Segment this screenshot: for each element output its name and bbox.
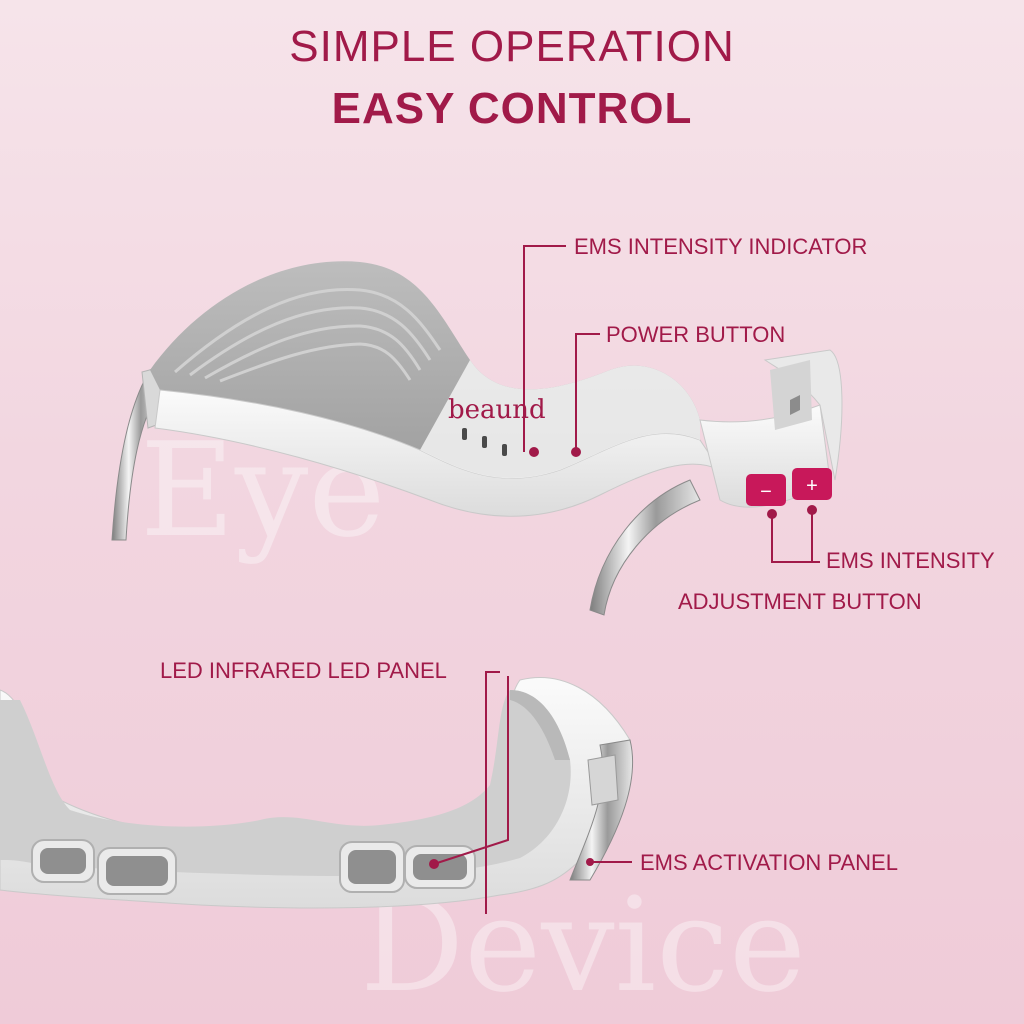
label-power-button: POWER BUTTON xyxy=(606,322,786,347)
top-device: beaund − + xyxy=(111,261,843,616)
leader-lines xyxy=(433,245,820,914)
intensity-indicator-lights xyxy=(462,428,507,456)
ridge-lines xyxy=(174,287,442,383)
right-temple-arm xyxy=(589,479,701,616)
title-line-1: SIMPLE OPERATION xyxy=(289,22,735,71)
label-ems-intensity-indicator: EMS INTENSITY INDICATOR xyxy=(574,234,868,259)
leader-dots xyxy=(429,447,817,869)
minus-button-label: − xyxy=(760,481,772,503)
bottom-device xyxy=(0,677,634,909)
title-line-2: EASY CONTROL xyxy=(331,84,693,133)
label-led-panel: LED INFRARED LED PANEL xyxy=(160,658,447,683)
plus-button[interactable]: + xyxy=(792,468,832,500)
bottom-inner-face xyxy=(0,690,571,876)
plus-button-label: + xyxy=(806,475,818,497)
brand-logo: beaund xyxy=(448,395,546,425)
label-ems-activation-panel: EMS ACTIVATION PANEL xyxy=(640,850,898,875)
label-ems-intensity-line1: EMS INTENSITY xyxy=(826,548,995,573)
minus-button[interactable]: − xyxy=(746,474,786,506)
label-ems-intensity-line2: ADJUSTMENT BUTTON xyxy=(678,589,922,614)
